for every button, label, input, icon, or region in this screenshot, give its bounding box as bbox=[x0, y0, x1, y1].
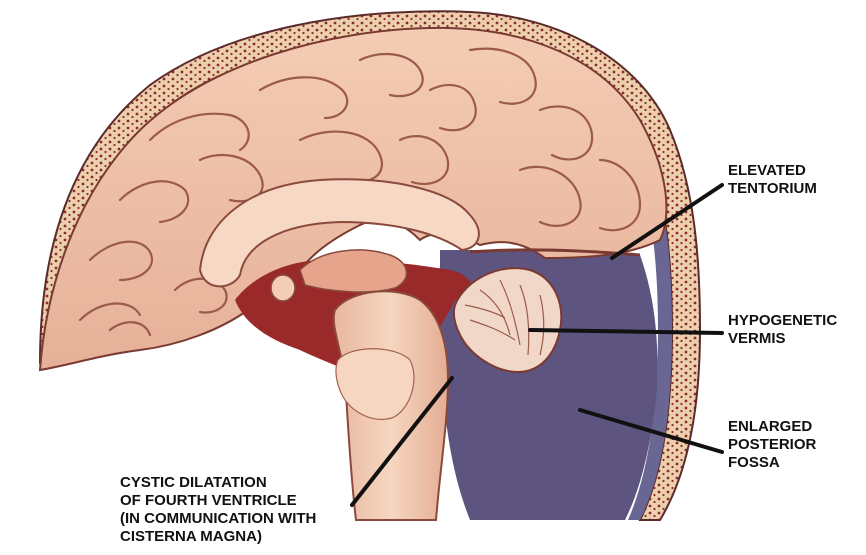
label-cystic-dilatation-line4: CISTERNA MAGNA) bbox=[120, 528, 262, 545]
label-hypogenetic-vermis-line1: HYPOGENETIC bbox=[728, 312, 838, 329]
leader-lines bbox=[350, 183, 724, 507]
vermis bbox=[452, 267, 563, 374]
label-cystic-dilatation-line2: OF FOURTH VENTRICLE bbox=[120, 492, 297, 509]
label-cystic-dilatation-line1: CYSTIC DILATATION bbox=[120, 474, 267, 491]
leader-hypogenetic-vermis bbox=[528, 328, 724, 335]
mammillary-body bbox=[270, 274, 296, 302]
thalamus bbox=[299, 249, 408, 293]
label-hypogenetic-vermis: HYPOGENETIC VERMIS bbox=[728, 312, 837, 348]
leader-cystic-dilatation bbox=[350, 376, 454, 507]
label-enlarged-posterior-fossa-line3: FOSSA bbox=[728, 454, 780, 471]
leader-elevated-tentorium bbox=[610, 183, 724, 260]
label-cystic-dilatation: CYSTIC DILATATION OF FOURTH VENTRICLE (I… bbox=[120, 474, 316, 546]
label-elevated-tentorium-line1: ELEVATED bbox=[728, 162, 806, 179]
label-elevated-tentorium-line2: TENTORIUM bbox=[728, 180, 817, 197]
sulci bbox=[78, 47, 642, 337]
label-elevated-tentorium: ELEVATED TENTORIUM bbox=[728, 162, 817, 198]
label-enlarged-posterior-fossa: ENLARGED POSTERIOR FOSSA bbox=[728, 418, 816, 472]
leader-enlarged-posterior-fossa bbox=[578, 408, 724, 454]
label-enlarged-posterior-fossa-line2: POSTERIOR bbox=[728, 436, 817, 453]
label-hypogenetic-vermis-line2: VERMIS bbox=[728, 330, 786, 347]
label-cystic-dilatation-line3: (IN COMMUNICATION WITH bbox=[120, 510, 317, 527]
pons bbox=[335, 348, 415, 420]
label-enlarged-posterior-fossa-line1: ENLARGED bbox=[728, 418, 813, 435]
corpus-callosum bbox=[198, 178, 480, 288]
